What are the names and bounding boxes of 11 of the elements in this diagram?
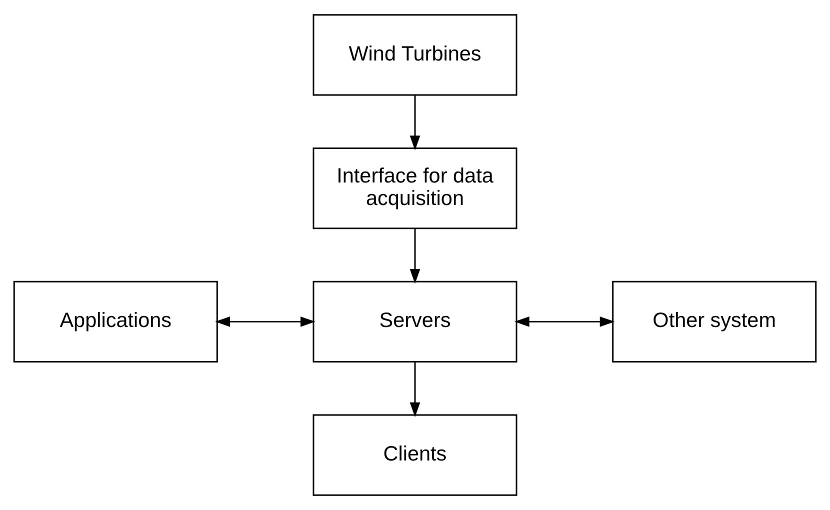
node-box: Wind Turbines [312,14,518,96]
node-box: Interface for data acquisition [312,148,518,230]
node-box: Other system [612,280,817,362]
arrow [410,362,420,418]
arrow [215,316,316,327]
arrow [410,96,420,150]
arrow [514,316,615,327]
arrow [410,228,420,284]
node-box: Servers [312,280,518,362]
node-box: Applications [13,280,218,362]
node-box: Clients [312,414,518,496]
